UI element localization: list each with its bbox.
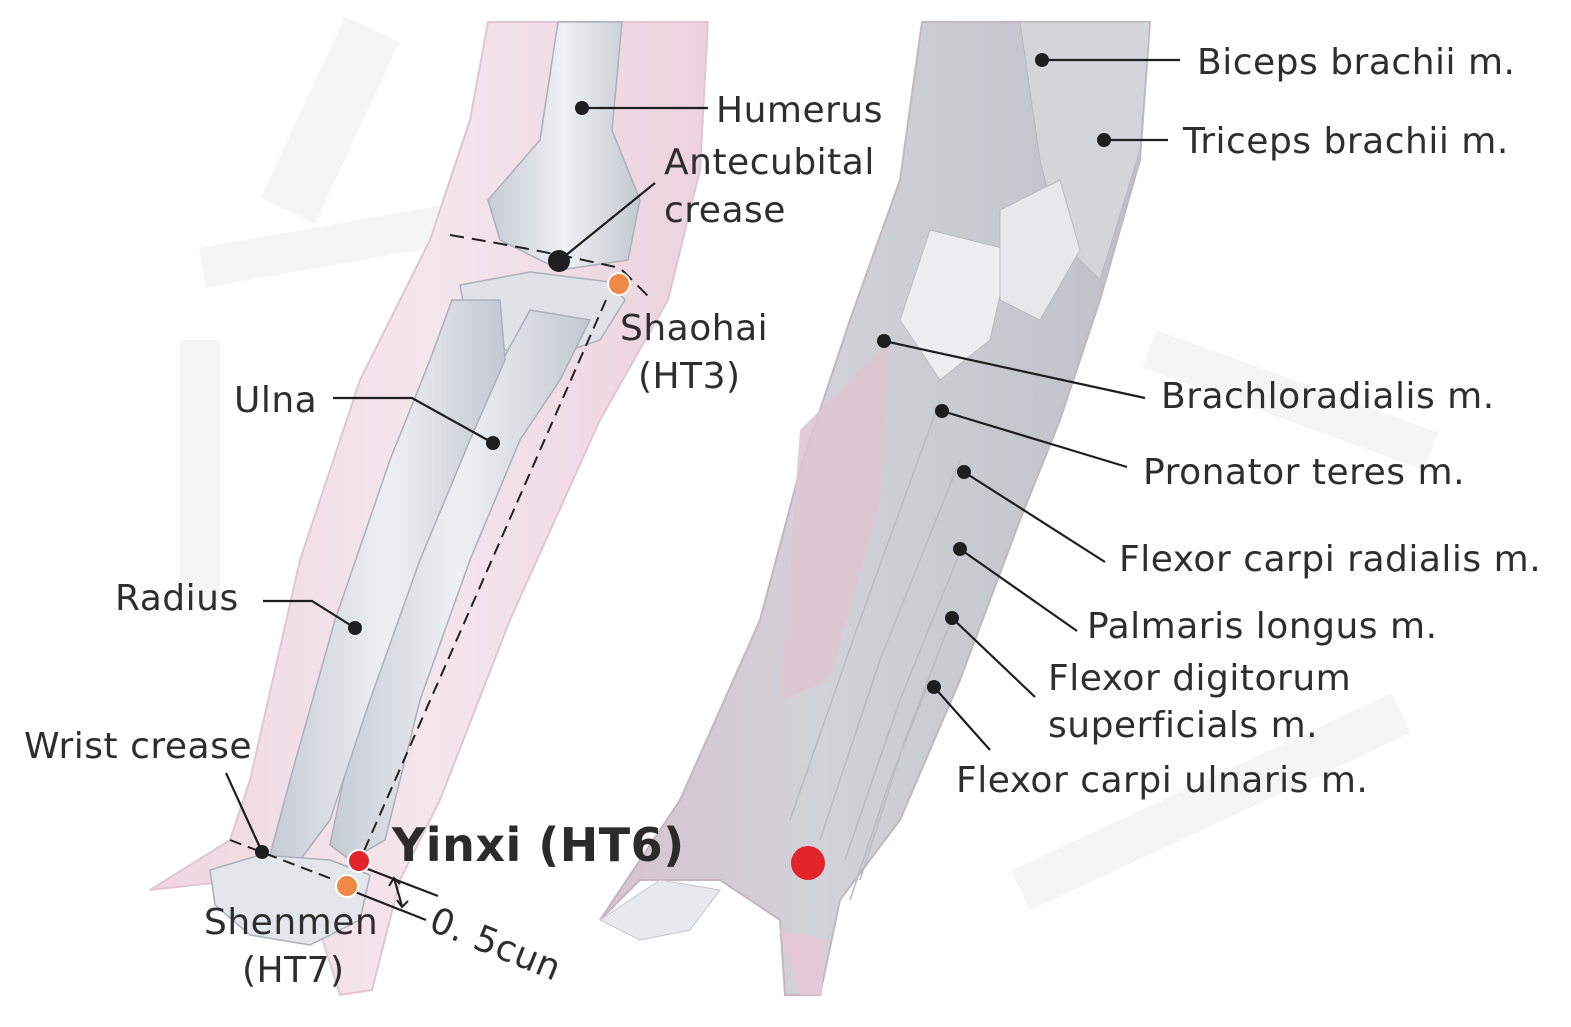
label-triceps: Triceps brachii m. [1183,121,1509,162]
left-forearm-bones [209,21,641,946]
label-flexor-carpi-radialis: Flexor carpi radialis m. [1119,539,1542,580]
label-humerus: Humerus [716,90,883,131]
guide-lines [229,234,649,885]
label-shaohai-line1: Shaohai [620,308,769,349]
leader-lines-left [224,106,708,922]
label-pronator-teres: Pronator teres m. [1143,452,1466,493]
label-shenmen-line2: (HT7) [242,950,345,991]
label-fds-line2: superficials m. [1048,705,1319,746]
label-fds-line1: Flexor digitorum [1048,658,1352,699]
yinxi-point-right [791,846,825,880]
leader-lines-right [883,58,1180,751]
shenmen-point [335,874,359,898]
label-antecubital-line1: Antecubital [664,142,875,183]
label-radius: Radius [115,578,239,619]
label-brachioradialis: Brachloradialis m. [1161,376,1495,417]
label-ulna: Ulna [234,380,318,421]
label-shaohai-line2: (HT3) [638,356,741,397]
right-forearm-muscles [599,21,1152,996]
antecubital-crease-dot [548,250,570,272]
label-shenmen-line1: Shenmen [204,902,379,943]
label-yinxi: Yinxi (HT6) [392,818,685,872]
label-antecubital-line2: crease [664,190,786,231]
marker-dots [255,53,1111,859]
yinxi-point [347,849,371,873]
label-biceps: Biceps brachii m. [1197,42,1516,83]
label-palmaris-longus: Palmaris longus m. [1087,606,1438,647]
label-flexor-carpi-ulnaris: Flexor carpi ulnaris m. [956,760,1369,801]
label-wrist-crease: Wrist crease [24,726,253,767]
shaohai-point [607,272,631,296]
distance-arrow [388,876,409,909]
